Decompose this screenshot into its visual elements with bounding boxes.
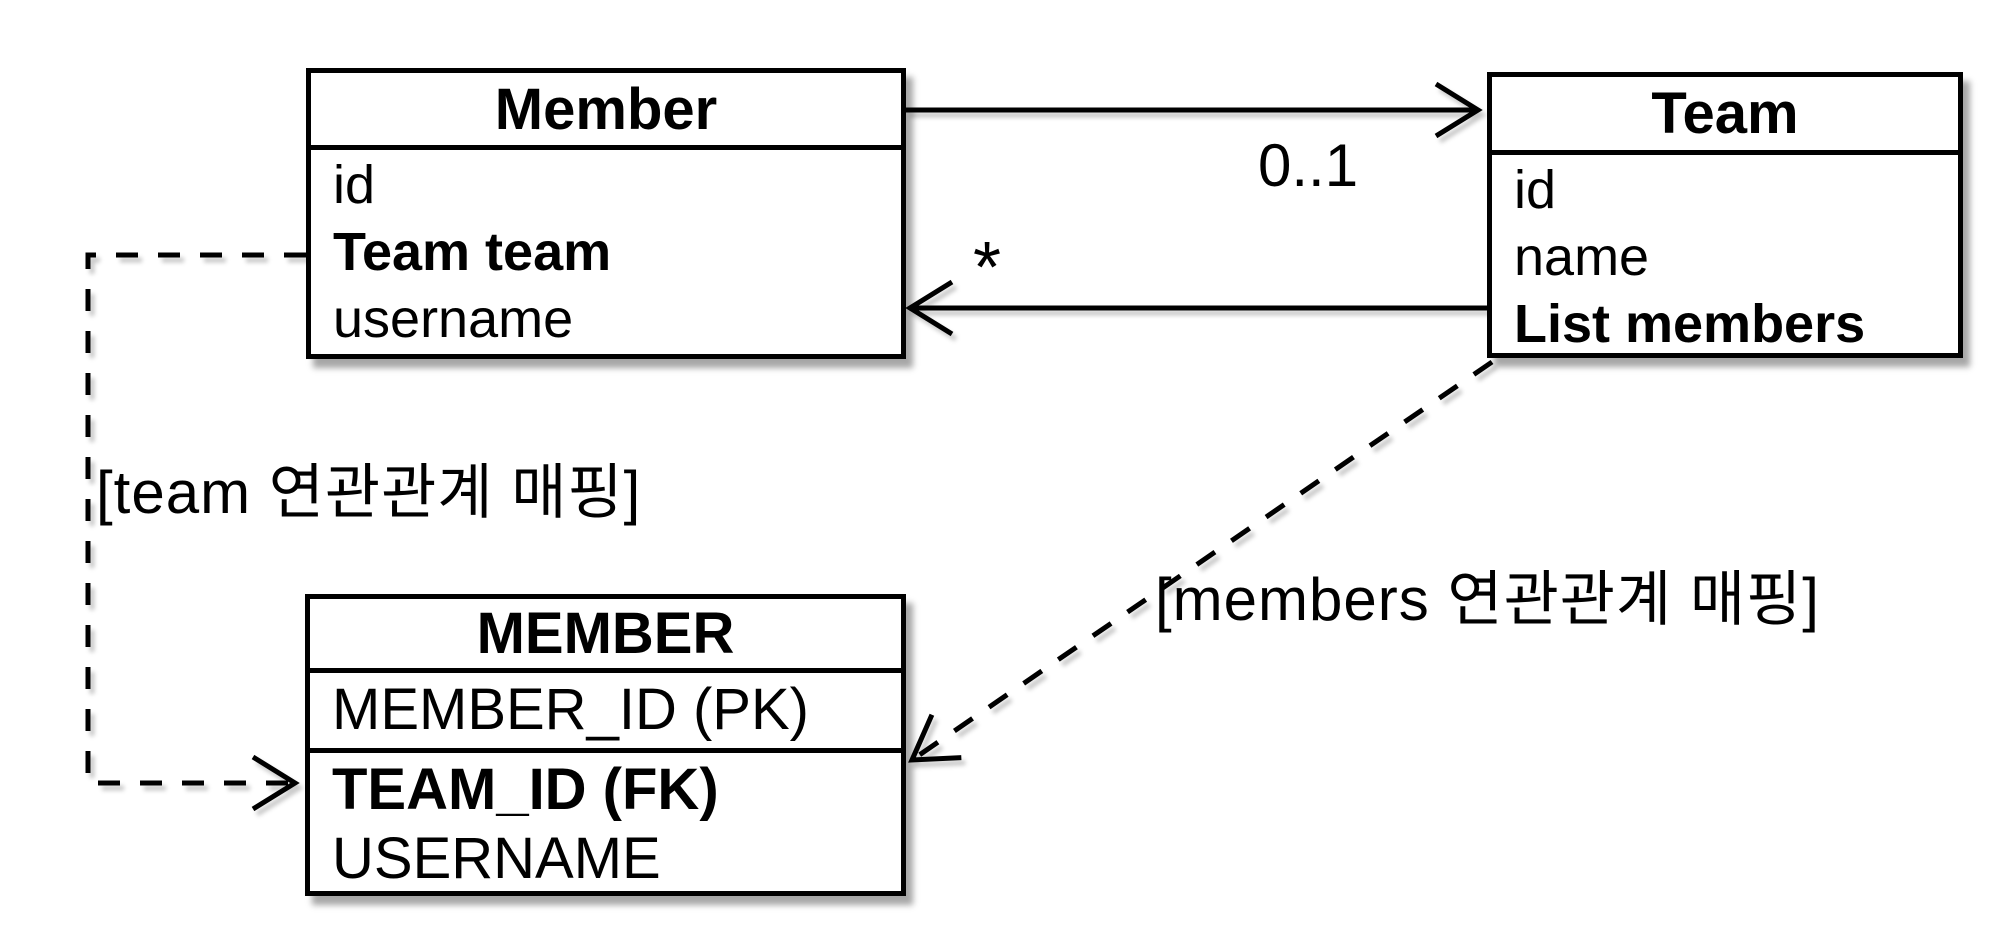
members-field-mapping-dashed-connector	[908, 359, 1494, 763]
team-class-field-name: name	[1514, 227, 1650, 287]
multiplicity-many-label: *	[973, 228, 1002, 308]
member-table-fields: TEAM_ID (FK) USERNAME	[310, 753, 901, 893]
multiplicity-zero-to-one-label: 0..1	[1258, 132, 1359, 199]
member-table-box: MEMBER MEMBER_ID (PK) TEAM_ID (FK) USERN…	[305, 594, 906, 896]
team-mapping-annotation: [team 연관관계 매핑]	[96, 459, 642, 526]
team-field-mapping-dashed-connector	[85, 252, 306, 812]
team-class-box: Team id name List members	[1487, 72, 1963, 358]
team-class-field-members: List members	[1514, 294, 1866, 354]
member-class-field-team: Team team	[333, 222, 612, 282]
team-class-field-id: id	[1514, 160, 1557, 220]
member-class-field-id: id	[333, 155, 376, 215]
team-class-title: Team	[1492, 77, 1958, 155]
member-class-box: Member id Team team username	[306, 68, 906, 359]
member-class-fields: id Team team username	[311, 150, 901, 353]
member-class-field-username: username	[333, 289, 574, 349]
member-table-username-field: USERNAME	[332, 826, 661, 891]
member-table-title: MEMBER	[310, 599, 901, 673]
member-table-fk-field: TEAM_ID (FK)	[332, 757, 719, 822]
team-class-fields: id name List members	[1492, 155, 1958, 358]
member-table-pk-field: MEMBER_ID (PK)	[310, 673, 901, 753]
member-class-title: Member	[311, 73, 901, 150]
members-mapping-annotation: [members 연관관계 매핑]	[1155, 566, 1820, 633]
